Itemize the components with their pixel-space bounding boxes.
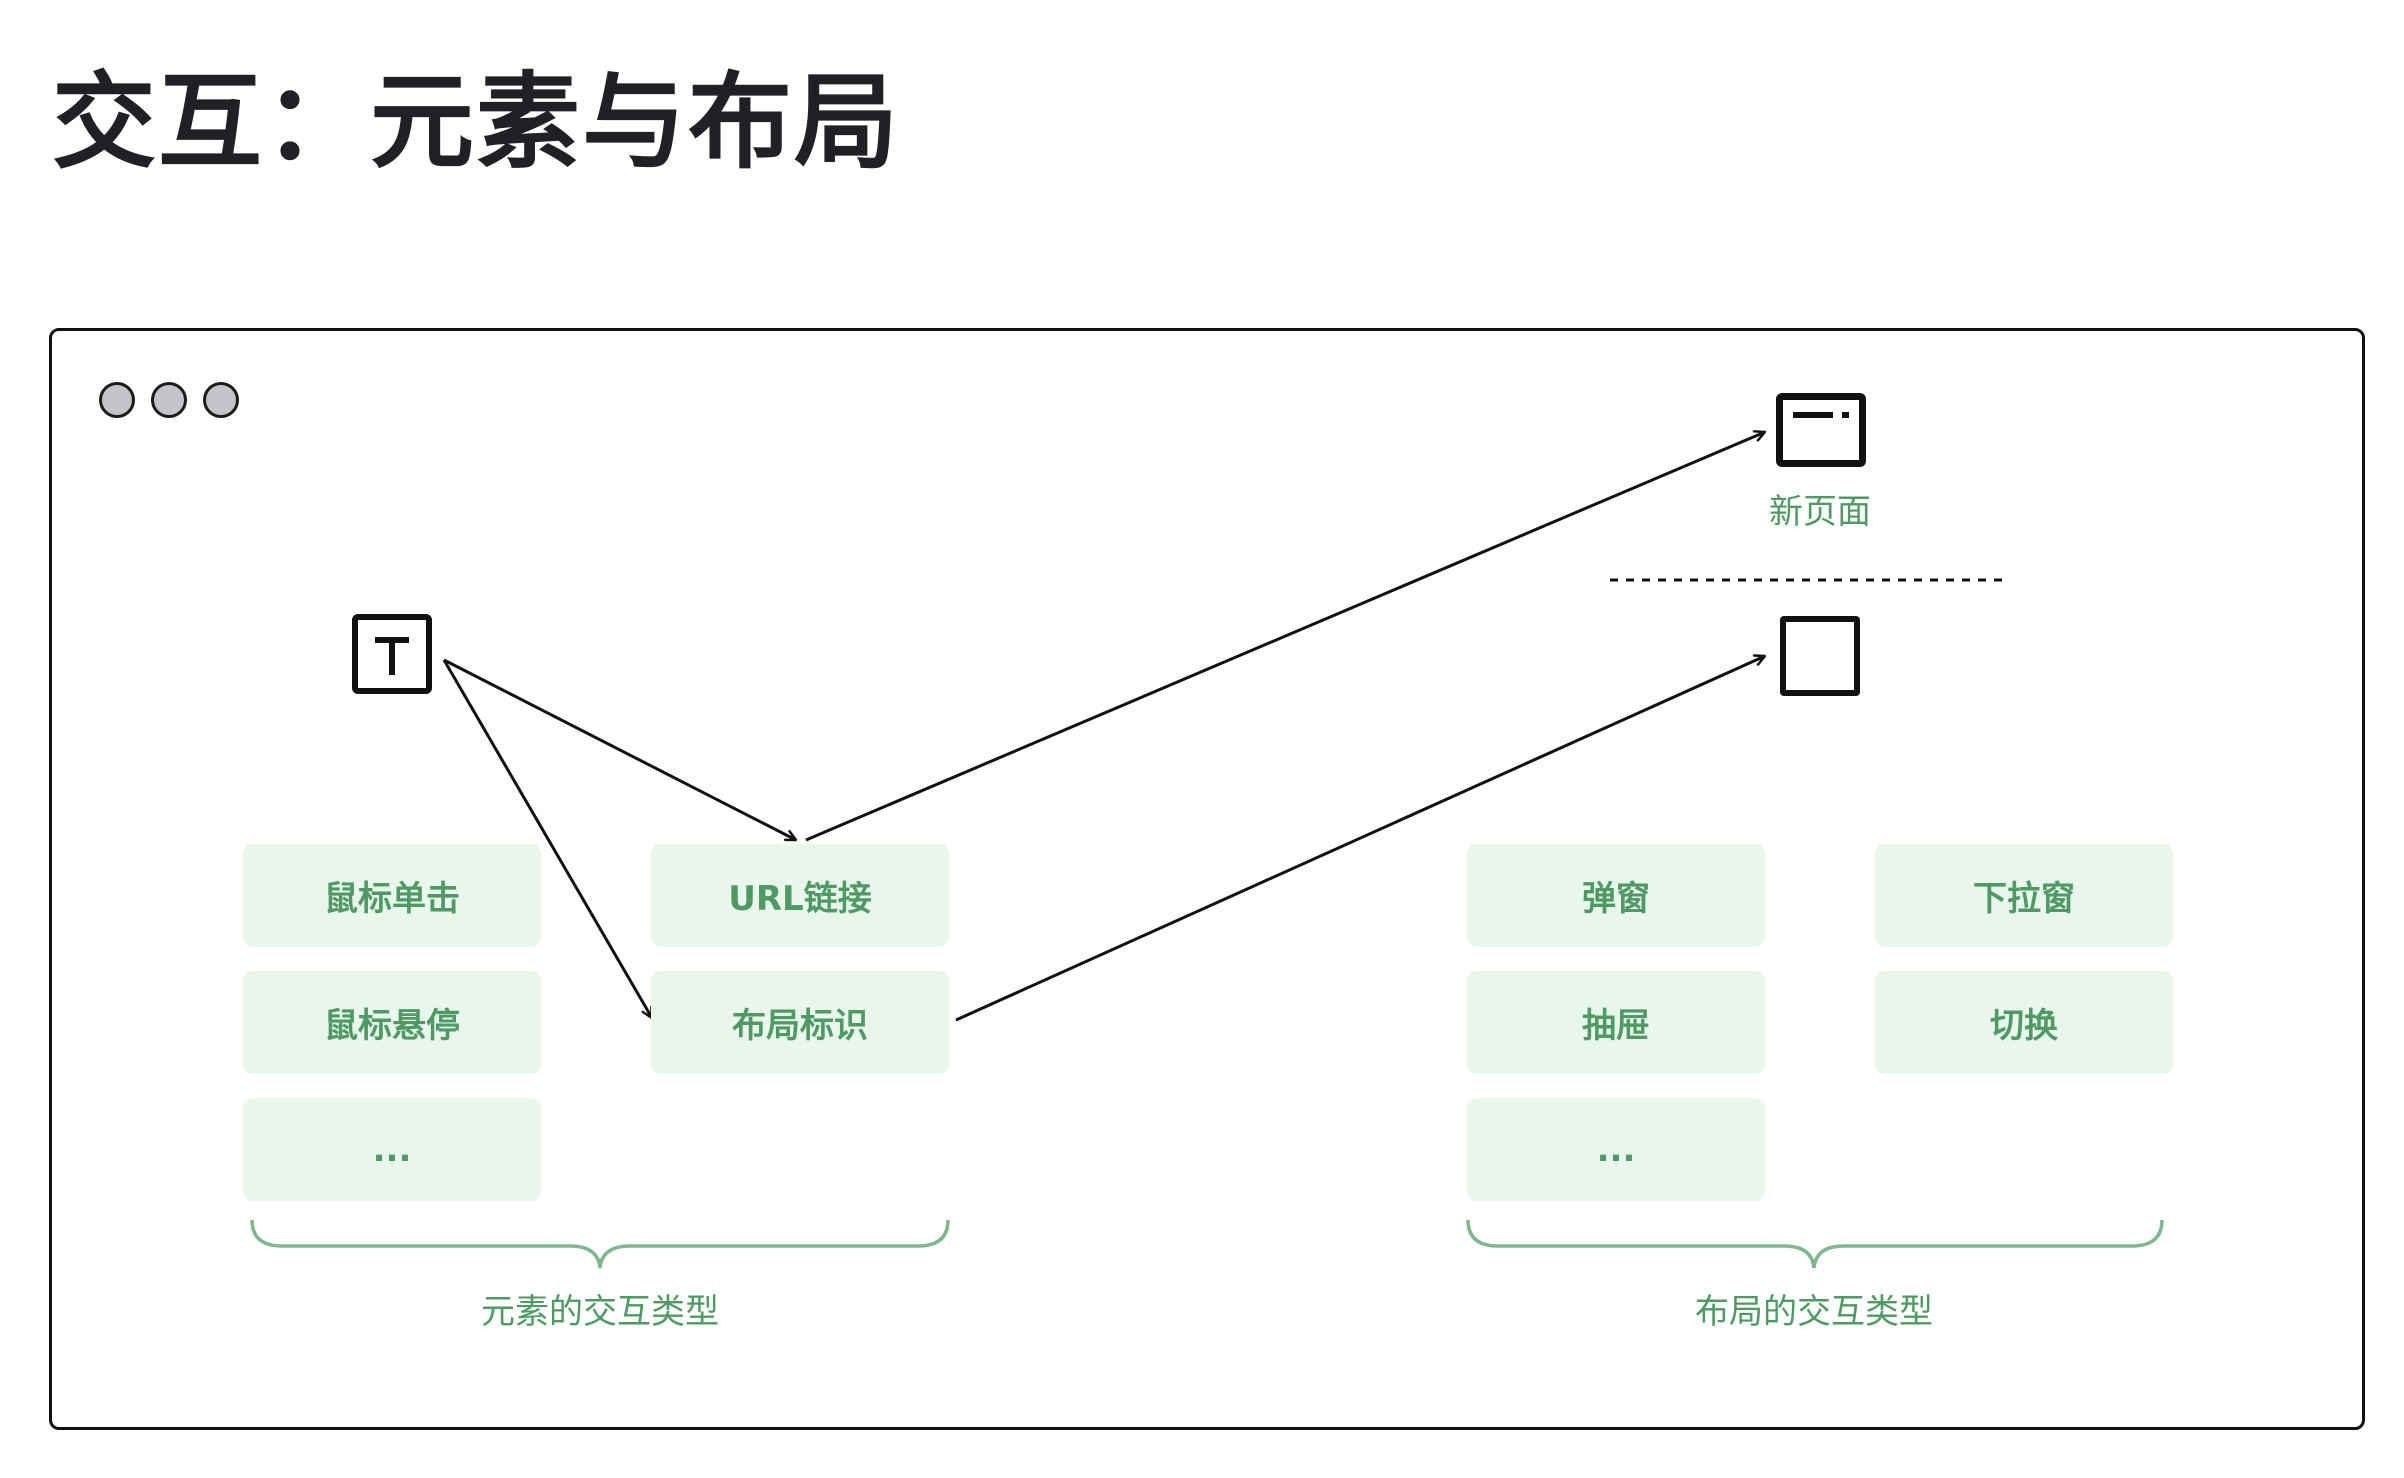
square-icon (1780, 616, 1860, 696)
arrow-layout-marker-to-layout (955, 656, 1765, 1022)
arrow-url-to-new-page (805, 432, 1765, 842)
layout-types-caption: 布局的交互类型 (1695, 1292, 1933, 1332)
chip-dropdown: 下拉窗 (1875, 844, 2173, 947)
window-control-dot (203, 382, 239, 418)
chip-url-link: URL链接 (651, 844, 949, 947)
element-types-caption: 元素的交互类型 (481, 1292, 719, 1332)
chip-element-more: ... (243, 1098, 541, 1201)
browser-window-frame (49, 328, 2365, 1430)
chip-mouse-hover: 鼠标悬停 (243, 971, 541, 1074)
arrow-text-to-url (443, 658, 796, 842)
element-types-brace (250, 1219, 950, 1269)
text-t-icon (352, 614, 432, 694)
arrow-text-to-layout-marker (442, 659, 654, 1018)
browser-window-icon (1776, 393, 1866, 467)
window-controls (99, 382, 239, 418)
chip-mouse-click: 鼠标单击 (243, 844, 541, 947)
layout-types-brace (1466, 1219, 2164, 1269)
chip-toggle: 切换 (1875, 971, 2173, 1074)
chip-layout-more: ... (1467, 1098, 1765, 1201)
new-page-label: 新页面 (1769, 492, 1871, 532)
page-title: 交互：元素与布局 (52, 61, 901, 183)
chip-popup: 弹窗 (1467, 844, 1765, 947)
chip-drawer: 抽屉 (1467, 971, 1765, 1074)
window-control-dot (99, 382, 135, 418)
chip-layout-marker: 布局标识 (651, 971, 949, 1074)
window-control-dot (151, 382, 187, 418)
